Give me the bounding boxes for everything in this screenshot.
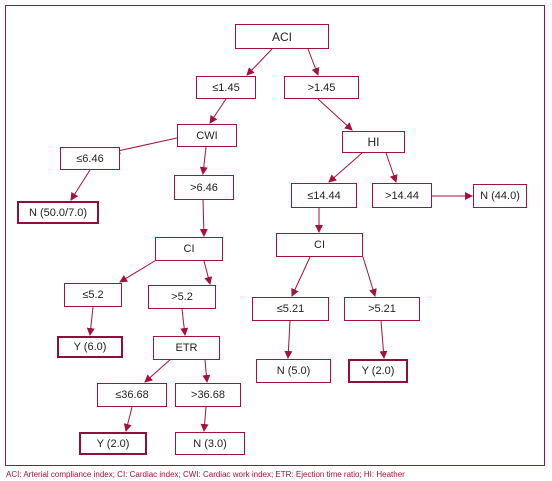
node-ci-left: CI <box>155 237 223 261</box>
edge-cwi-to-gt <box>199 146 208 175</box>
node-etr-gt: >36.68 <box>175 383 241 407</box>
node-aci-le: ≤1.45 <box>196 76 256 99</box>
node-hi-le: ≤14.44 <box>291 183 357 208</box>
node-etr-le: ≤36.68 <box>97 383 167 407</box>
edge-ci-to-le <box>119 258 159 283</box>
leaf-n-3: N (3.0) <box>175 432 245 455</box>
edge-hi-to-le <box>328 152 363 183</box>
edge-aci-to-le <box>246 48 273 76</box>
edge-cwile-to-leaf <box>70 169 91 201</box>
edge-cirightle-to-leaf <box>284 320 293 359</box>
edge-etr-to-gt <box>202 359 211 383</box>
node-hi-gt: >14.44 <box>372 183 432 208</box>
edge-cigt-to-etr <box>180 308 189 336</box>
edge-etrgt-to-leaf <box>200 406 209 432</box>
leaf-y-6: Y (6.0) <box>57 336 123 358</box>
edge-ci-to-gt <box>203 260 213 285</box>
node-aci-gt: >1.45 <box>284 76 359 99</box>
node-ci-right: CI <box>276 233 363 257</box>
node-ci-left-le: ≤5.2 <box>64 283 122 307</box>
leaf-n-5: N (5.0) <box>256 359 331 383</box>
node-cwi-gt: >6.46 <box>174 175 234 200</box>
edge-cile-to-leaf <box>86 306 95 336</box>
node-etr: ETR <box>153 336 220 360</box>
edge-hi-to-gt <box>385 152 398 183</box>
edge-etrle-to-leaf <box>123 406 133 432</box>
node-hi: HI <box>342 131 405 153</box>
node-cwi: CWI <box>177 124 237 147</box>
edge-ciright-to-gt <box>362 256 377 297</box>
edge-aci-to-gt <box>307 48 320 76</box>
leaf-y-2-left: Y (2.0) <box>79 432 147 455</box>
leaf-n-44: N (44.0) <box>473 184 527 208</box>
edge-acile-to-cwi <box>209 98 227 124</box>
node-cwi-le: ≤6.46 <box>60 147 120 170</box>
edge-cwi-to-le <box>112 137 178 155</box>
edge-etr-to-le <box>144 357 173 383</box>
footnote: ACI: Arterial compliance index; CI: Card… <box>6 470 405 479</box>
edge-cwigt-to-ci <box>199 199 208 237</box>
leaf-n-50: N (50.0/7.0) <box>17 201 99 224</box>
node-ci-left-gt: >5.2 <box>148 285 216 309</box>
edge-ciright-to-le <box>291 256 311 297</box>
node-aci: ACI <box>235 24 329 49</box>
node-ci-right-gt: >5.21 <box>344 297 420 321</box>
edge-acigt-to-hi <box>317 98 353 131</box>
edge-cirightgt-to-leaf <box>379 320 388 359</box>
leaf-y-2-right: Y (2.0) <box>348 359 408 383</box>
diagram-frame <box>5 5 545 466</box>
node-ci-right-le: ≤5.21 <box>252 297 329 321</box>
